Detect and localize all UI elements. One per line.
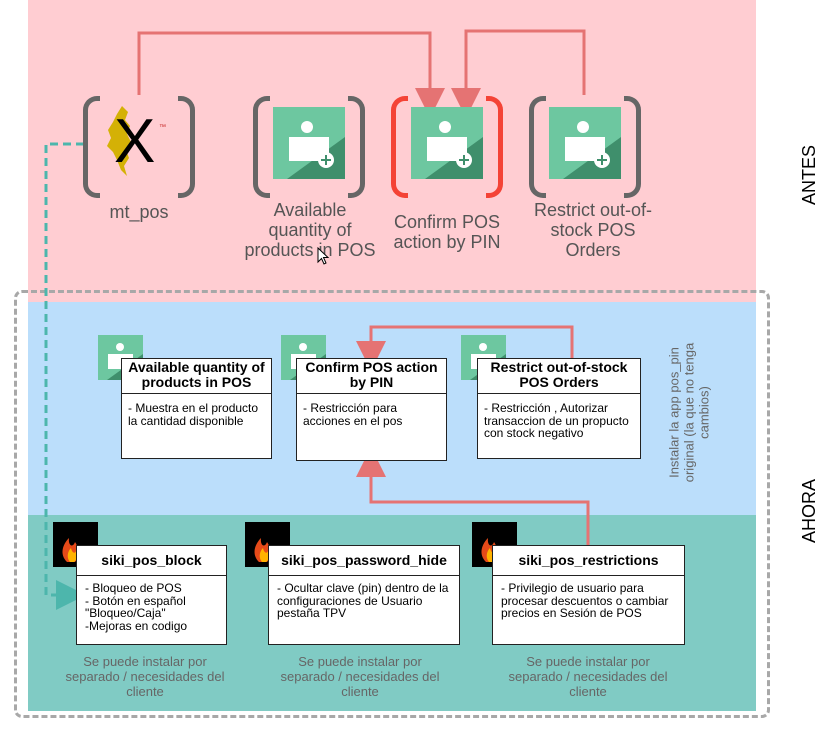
module-description: - Ocultar clave (pin) dentro de la confi… bbox=[277, 581, 449, 620]
module-title: Confirm POS action by PIN bbox=[297, 359, 446, 394]
confirm-pin-bracket-right bbox=[486, 96, 503, 198]
module-title: siki_pos_block bbox=[77, 546, 226, 576]
restrict-stock-bracket-left bbox=[529, 96, 546, 198]
mt-pos-map-x-icon: X ™ bbox=[100, 104, 172, 180]
module-description: - Bloqueo de POS - Botón en español "Blo… bbox=[85, 581, 188, 633]
restrict-stock-label: Restrict out-of-stock POS Orders bbox=[533, 200, 653, 260]
install-pos-pin-note: Instalar la app pos_pin original (la que… bbox=[666, 342, 712, 483]
mouse-cursor-icon bbox=[317, 247, 330, 265]
module-box-confirm-pin: Confirm POS action by PIN - Restricción … bbox=[296, 358, 447, 461]
restrict-stock-bracket-right bbox=[624, 96, 641, 198]
pos-module-icon bbox=[273, 107, 345, 179]
pos-module-icon bbox=[549, 107, 621, 179]
siki-flame-logo-icon bbox=[245, 522, 290, 567]
mt-pos-label: mt_pos bbox=[109, 202, 169, 222]
siki-install-note: Se puede instalar por separado / necesid… bbox=[65, 654, 225, 699]
link-restrict-module-to-confirm-pin bbox=[356, 325, 574, 371]
siki-box-password-hide: siki_pos_password_hide - Ocultar clave (… bbox=[268, 545, 460, 645]
mt-pos-tm: ™ bbox=[159, 124, 166, 131]
available-qty-bracket-left bbox=[253, 96, 270, 198]
siki-install-note: Se puede instalar por separado / necesid… bbox=[508, 654, 668, 699]
mt-pos-bracket-left bbox=[83, 96, 100, 198]
ahora-dashed-frame bbox=[14, 290, 770, 718]
link-mtpos-to-confirm-pin bbox=[137, 31, 445, 118]
siki-install-note: Se puede instalar por separado / necesid… bbox=[280, 654, 440, 699]
module-title: siki_pos_password_hide bbox=[269, 546, 459, 576]
module-title: Available quantity of products in POS bbox=[122, 359, 271, 394]
link-mtpos-to-siki-block bbox=[44, 142, 86, 610]
link-restrict-to-confirm-pin bbox=[451, 29, 586, 118]
module-description: - Muestra en el producto la cantidad dis… bbox=[128, 401, 259, 428]
link-siki-restrictions-to-confirm-pin bbox=[356, 447, 590, 545]
module-description: - Restricción para acciones en el pos bbox=[303, 401, 403, 428]
siki-box-restrictions: siki_pos_restrictions - Privilegio de us… bbox=[492, 545, 685, 645]
module-title: Restrict out-of-stock POS Orders bbox=[478, 359, 640, 394]
mt-pos-x-mark: X bbox=[114, 107, 156, 176]
module-title: siki_pos_restrictions bbox=[493, 546, 684, 576]
mt-pos-bracket-right bbox=[178, 96, 195, 198]
pos-module-icon bbox=[411, 107, 483, 179]
available-qty-bracket-right bbox=[348, 96, 365, 198]
confirm-pin-label: Confirm POS action by PIN bbox=[393, 212, 501, 252]
confirm-pin-bracket-left bbox=[391, 96, 408, 198]
module-description: - Privilegio de usuario para procesar de… bbox=[501, 581, 669, 620]
module-description: - Restricción , Autorizar transaccion de… bbox=[484, 401, 629, 440]
available-qty-label: Available quantity of products in POS bbox=[244, 200, 376, 260]
siki-box-pos-block: siki_pos_block - Bloqueo de POS - Botón … bbox=[76, 545, 227, 645]
module-box-restrict-stock: Restrict out-of-stock POS Orders - Restr… bbox=[477, 358, 641, 459]
module-box-available-qty: Available quantity of products in POS - … bbox=[121, 358, 272, 459]
